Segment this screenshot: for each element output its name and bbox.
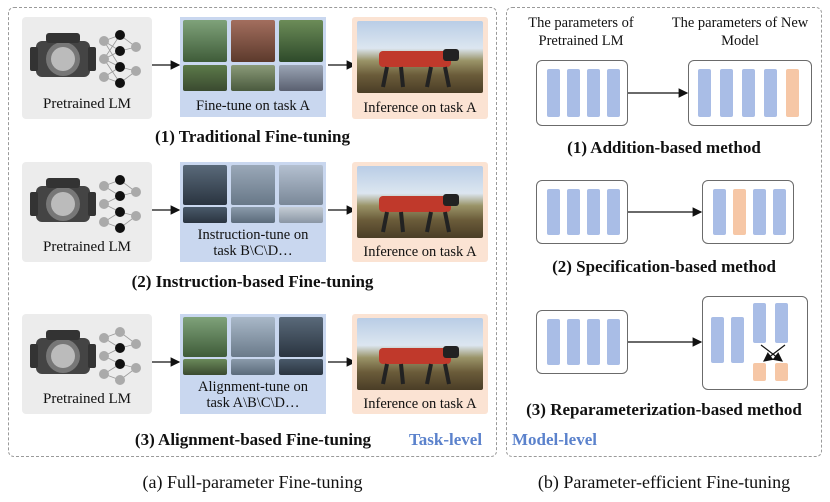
parameter-efficient-caption: (b) Parameter-efficient Fine-tuning xyxy=(537,472,791,492)
robot-dog-icon xyxy=(379,194,459,233)
alignment-tune-line-1: Alignment-tune on xyxy=(198,379,308,395)
arrow xyxy=(328,60,357,70)
fine-tune-caption: Fine-tune on task A xyxy=(180,95,326,117)
reparameterization-based-method-title: (3) Reparameterization-based method xyxy=(526,400,802,419)
pretrained-lm-box: Pretrained LM xyxy=(22,17,152,119)
added-parameters xyxy=(786,69,799,117)
low-rank-parameters xyxy=(775,363,788,381)
pretrained-lm-box: Pretrained LM xyxy=(22,162,152,262)
inference-caption: Inference on task A xyxy=(363,396,477,412)
pretrained-lm-box: Pretrained LM xyxy=(22,314,152,414)
inference-caption: Inference on task A xyxy=(363,100,477,116)
new-model-params-box xyxy=(702,296,808,390)
neural-network-icon xyxy=(99,327,141,385)
instruction-tune-line-2: task B\C\D… xyxy=(213,243,293,259)
robot-dog-image xyxy=(357,318,483,390)
arrow xyxy=(628,207,703,217)
instruction-based-fine-tuning-title: (2) Instruction-based Fine-tuning xyxy=(131,272,374,291)
pretrained-lm-label: Pretrained LM xyxy=(43,239,131,255)
arrow xyxy=(628,337,703,347)
llm-robot-icon xyxy=(30,178,96,222)
pretrained-params-box xyxy=(536,180,628,244)
instruction-tune-line-1: Instruction-tune on xyxy=(197,227,309,243)
low-rank-parameters xyxy=(753,363,766,381)
new-model-params-box xyxy=(702,180,794,244)
alignment-tune-line-2: task A\B\C\D… xyxy=(206,395,300,411)
pretrained-params-box xyxy=(536,60,628,126)
decomposition-arrows xyxy=(760,344,786,362)
arrow xyxy=(152,60,181,70)
new-model-params-box xyxy=(688,60,812,126)
addition-based-method-title: (1) Addition-based method xyxy=(567,138,761,157)
task-level-label: Task-level xyxy=(409,430,483,449)
robot-dog-image xyxy=(357,166,483,238)
arrow xyxy=(328,205,357,215)
arrow xyxy=(152,205,181,215)
task-level-panel xyxy=(8,7,497,457)
robot-dog-icon xyxy=(379,346,459,385)
pretrained-lm-label: Pretrained LM xyxy=(43,96,131,112)
traditional-fine-tuning-title: (1) Traditional Fine-tuning xyxy=(155,127,350,146)
alignment-based-fine-tuning-title: (3) Alignment-based Fine-tuning xyxy=(134,430,372,449)
robot-dog-image xyxy=(357,21,483,93)
pretrained-params-box xyxy=(536,310,628,374)
neural-network-icon xyxy=(99,30,141,88)
inference-box: Inference on task A xyxy=(352,162,488,262)
pretrained-lm-label: Pretrained LM xyxy=(43,391,131,407)
arrow xyxy=(628,88,689,98)
arrow xyxy=(152,357,181,367)
inference-box: Inference on task A xyxy=(352,17,488,119)
inference-caption: Inference on task A xyxy=(363,244,477,260)
llm-robot-icon xyxy=(30,33,96,77)
arrow xyxy=(328,357,357,367)
inference-box: Inference on task A xyxy=(352,314,488,414)
instruction-tune-caption: Instruction-tune on task B\C\D… xyxy=(180,224,326,262)
new-model-params-header: The parameters of New Model xyxy=(671,15,809,49)
model-level-panel xyxy=(506,7,822,457)
alignment-tune-caption: Alignment-tune on task A\B\C\D… xyxy=(180,376,326,414)
specification-based-method-title: (2) Specification-based method xyxy=(552,257,776,276)
full-parameter-caption: (a) Full-parameter Fine-tuning xyxy=(142,472,363,492)
llm-robot-icon xyxy=(30,330,96,374)
robot-dog-icon xyxy=(379,49,459,88)
model-level-label: Model-level xyxy=(512,430,597,449)
pretrained-params-header: The parameters of Pretrained LM xyxy=(528,15,634,49)
neural-network-icon xyxy=(99,175,141,233)
specified-parameters xyxy=(733,189,746,235)
